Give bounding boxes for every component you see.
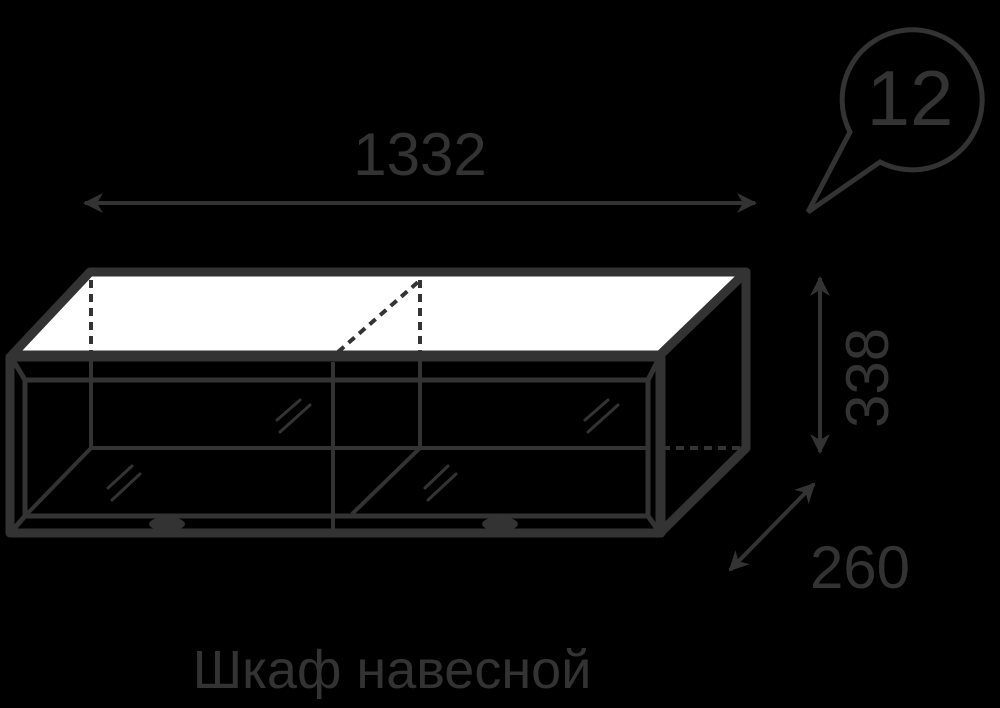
badge-bubble (805, 27, 985, 215)
door-handle-left (149, 517, 185, 531)
badge-number: 12 (867, 54, 954, 142)
back-lines (25, 360, 648, 530)
glass-marks (106, 398, 620, 502)
door-handle-right (482, 517, 518, 531)
cabinet-front-frame (5, 352, 666, 538)
depth-dimension-arrow (728, 482, 816, 572)
hidden-lines (89, 280, 744, 450)
product-title: Шкаф навесной (193, 640, 592, 700)
depth-label: 260 (810, 534, 910, 601)
width-label: 1332 (353, 121, 486, 188)
height-label: 338 (834, 328, 901, 428)
